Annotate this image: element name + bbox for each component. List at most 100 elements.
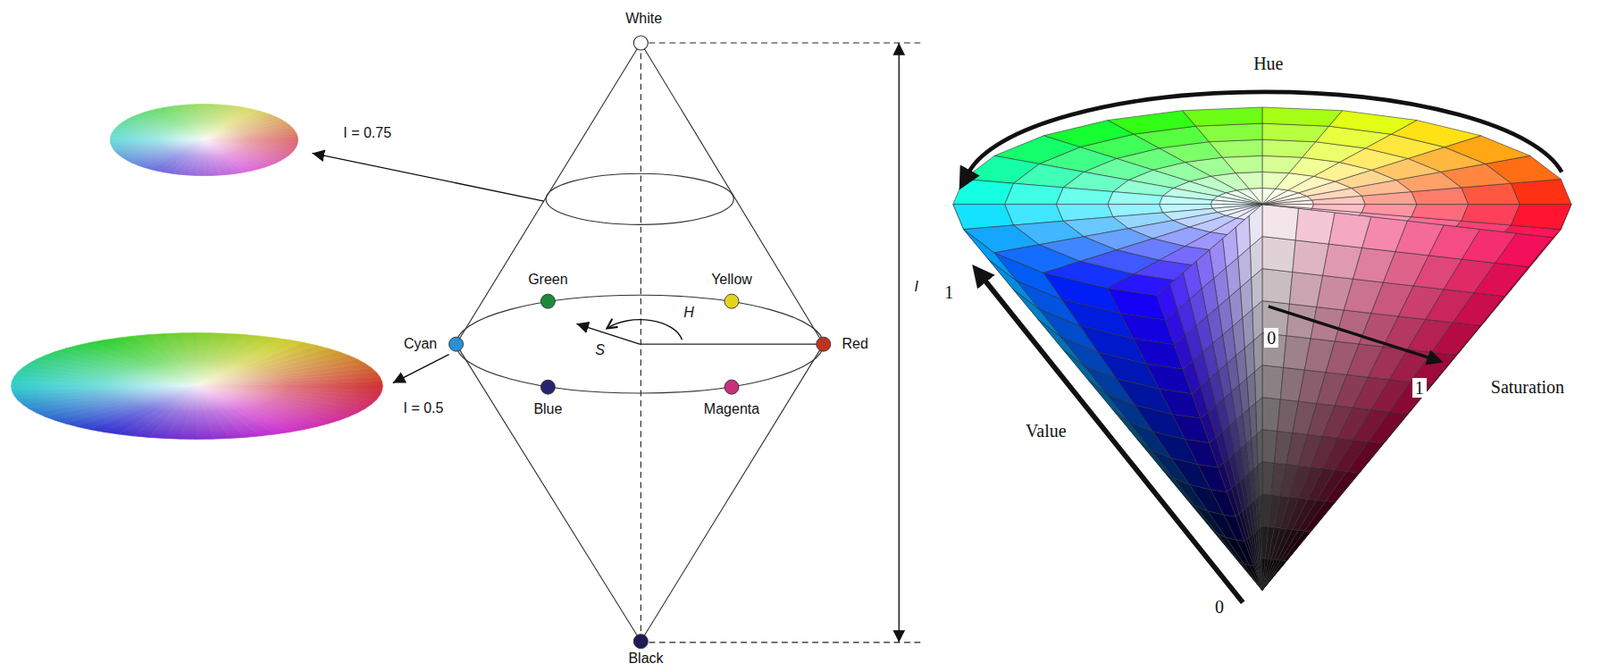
yellow-dot — [724, 293, 739, 309]
dimension-label: I — [913, 278, 918, 295]
cone-cell — [1262, 560, 1287, 590]
radius-label: S — [594, 342, 605, 359]
cone-cell — [1262, 268, 1293, 304]
cone-cell — [1210, 217, 1245, 235]
cone-cell — [1226, 487, 1240, 517]
cone-cell — [1210, 200, 1263, 205]
hue-reference-line — [639, 343, 817, 344]
hue-angle-arc — [606, 319, 682, 341]
leader-arrow — [393, 354, 450, 384]
intensity-slice — [545, 173, 734, 225]
cone-cell — [1262, 558, 1289, 591]
disk-center-glow — [11, 333, 384, 440]
hsv-cone — [953, 107, 1572, 591]
black-dot — [633, 634, 648, 649]
saturation-arrow — [576, 323, 640, 344]
cone-cell — [1218, 462, 1232, 493]
scale-value: 1 — [944, 282, 954, 302]
color-point-label: Green — [527, 271, 568, 288]
cone-cell — [1262, 187, 1276, 204]
angle-label: H — [683, 304, 695, 321]
dimension-arrow — [898, 343, 900, 643]
color-point-label: Cyan — [403, 335, 437, 352]
cone-cell — [1312, 204, 1366, 213]
axis-label: Hue — [1253, 53, 1283, 74]
cone-cell — [1461, 204, 1521, 226]
cone-cell — [963, 155, 1040, 184]
color-point-label: Magenta — [703, 402, 760, 419]
scale-value: 0 — [1214, 596, 1224, 617]
dimension-guide — [648, 641, 923, 643]
cone-cell — [1262, 107, 1343, 126]
cone-cell — [1055, 187, 1114, 205]
dimension-arrow — [898, 42, 900, 344]
intensity-axis — [640, 42, 642, 642]
color-point-label: Blue — [533, 402, 562, 419]
intensity-label: I = 0.5 — [403, 400, 444, 417]
cone-cell — [1325, 470, 1359, 502]
cone-cell — [1361, 204, 1417, 218]
cone-cell — [1005, 183, 1064, 204]
disk-center-glow — [109, 104, 298, 176]
hue-disk — [109, 104, 298, 176]
hue-arrow — [969, 92, 1563, 173]
leader-arrow — [312, 152, 545, 202]
cone-cell — [1411, 204, 1469, 222]
cone-cell — [1107, 274, 1174, 296]
cone-cell — [1511, 204, 1573, 230]
blue-dot — [540, 379, 555, 394]
cone-cell — [1474, 262, 1529, 296]
cone-cell — [1367, 411, 1408, 444]
cone-cell — [1262, 236, 1296, 273]
cone-cell — [1347, 441, 1384, 473]
cone-cell — [1244, 538, 1255, 566]
cone-cell — [1262, 139, 1316, 158]
saturation-arrow — [1268, 306, 1430, 359]
dimension-guide — [648, 41, 923, 43]
cyan-dot — [449, 336, 464, 352]
value-arrow — [984, 280, 1243, 604]
cone-cell — [1235, 513, 1247, 542]
red-dot — [816, 336, 831, 352]
hue-disk — [11, 333, 384, 440]
cone-cell — [1181, 107, 1263, 126]
intensity-label: I = 0.75 — [343, 125, 392, 142]
cone-cell — [1432, 322, 1481, 355]
white-dot — [633, 35, 648, 51]
axis-label: Value — [1025, 420, 1067, 441]
color-point-label: Red — [842, 335, 869, 352]
intensity-slice — [456, 294, 824, 394]
magenta-dot — [724, 379, 739, 394]
cone-cell — [953, 178, 1014, 204]
cone-cell — [1107, 192, 1164, 205]
cone-cell — [1236, 204, 1263, 220]
cone-cell — [1262, 365, 1284, 400]
cone-cell — [953, 204, 1014, 230]
cone-cell — [1292, 240, 1330, 276]
cone-cell — [1159, 195, 1214, 204]
cone-cell — [1280, 529, 1305, 561]
axis-label: Saturation — [1491, 376, 1565, 397]
green-dot — [540, 293, 555, 309]
cone-cell — [1262, 188, 1289, 204]
scale-value: 1 — [1412, 377, 1427, 398]
cone-cell — [1511, 178, 1573, 204]
scale-value: 0 — [1264, 327, 1279, 348]
cone-cell — [1253, 564, 1263, 591]
cone-cell — [1495, 233, 1553, 268]
cone-cell — [1283, 530, 1311, 562]
vertex-label: Black — [628, 650, 663, 667]
cone-cell — [1304, 501, 1335, 532]
cone-cell — [1209, 436, 1224, 468]
hue-disks — [11, 104, 384, 440]
cone-cell — [1329, 110, 1417, 135]
vertex-label: White — [625, 10, 662, 27]
cone-cell — [1262, 204, 1299, 241]
cone-cell — [1262, 123, 1330, 143]
cone-cell — [1262, 155, 1303, 173]
cone-cell — [1262, 171, 1290, 189]
cone-cell — [1295, 208, 1335, 244]
cone-cell — [1262, 204, 1315, 210]
